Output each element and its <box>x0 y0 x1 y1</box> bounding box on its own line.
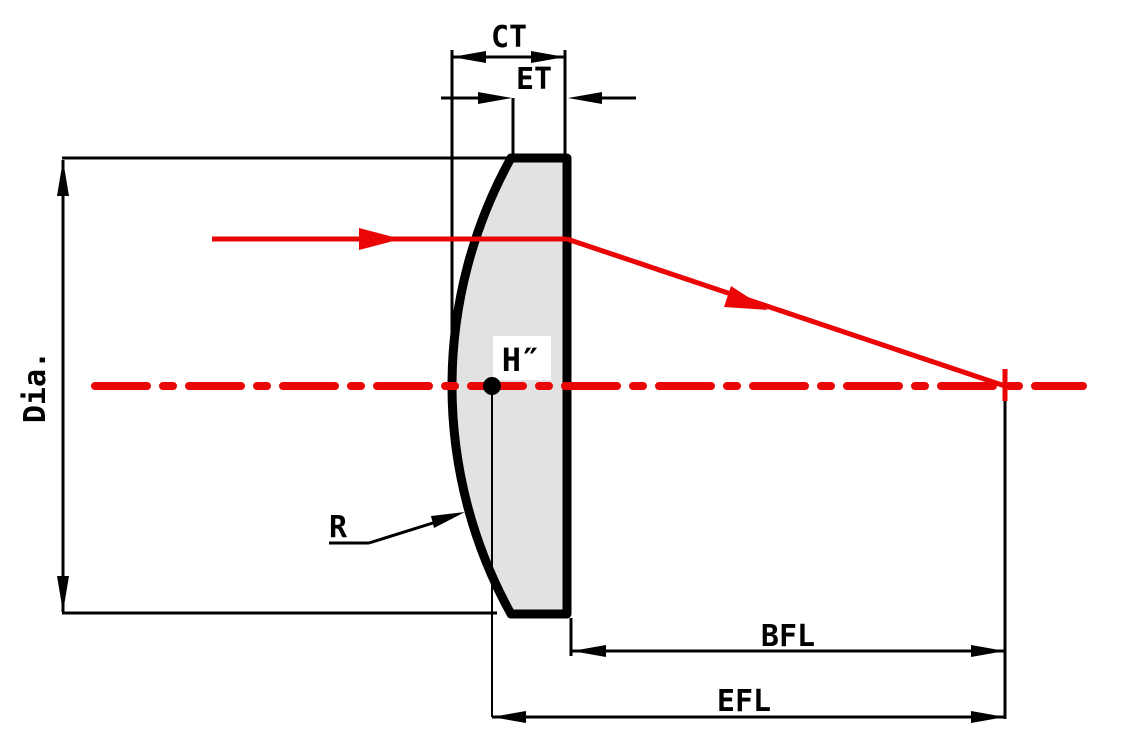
dia-label: Dia. <box>18 351 53 423</box>
bfl-label: BFL <box>761 619 815 654</box>
bfl-arrow-left-icon <box>572 645 606 657</box>
principal-plane-label-background <box>493 336 551 380</box>
principal-point-dot <box>483 377 501 395</box>
efl-arrow-right-icon <box>971 711 1005 723</box>
et-label: ET <box>516 62 552 97</box>
dia-arrow-down-icon <box>57 576 69 612</box>
dia-arrow-up-icon <box>57 160 69 196</box>
ct-arrow-right-icon <box>531 51 565 63</box>
efl-label: EFL <box>717 684 771 719</box>
ct-arrow-left-icon <box>452 51 486 63</box>
bfl-arrow-right-icon <box>971 645 1005 657</box>
incident-ray-arrow-icon <box>359 228 401 250</box>
r-label: R <box>329 510 348 545</box>
refracted-ray <box>566 236 1006 389</box>
ct-label: CT <box>491 20 527 55</box>
et-arrow-left-icon <box>568 92 602 104</box>
principal-plane-label: H″ <box>502 341 541 379</box>
r-arrow-icon <box>431 512 465 528</box>
et-arrow-right-icon <box>478 92 512 104</box>
efl-arrow-left-icon <box>492 711 526 723</box>
refracted-ray-arrow-icon <box>724 286 768 310</box>
